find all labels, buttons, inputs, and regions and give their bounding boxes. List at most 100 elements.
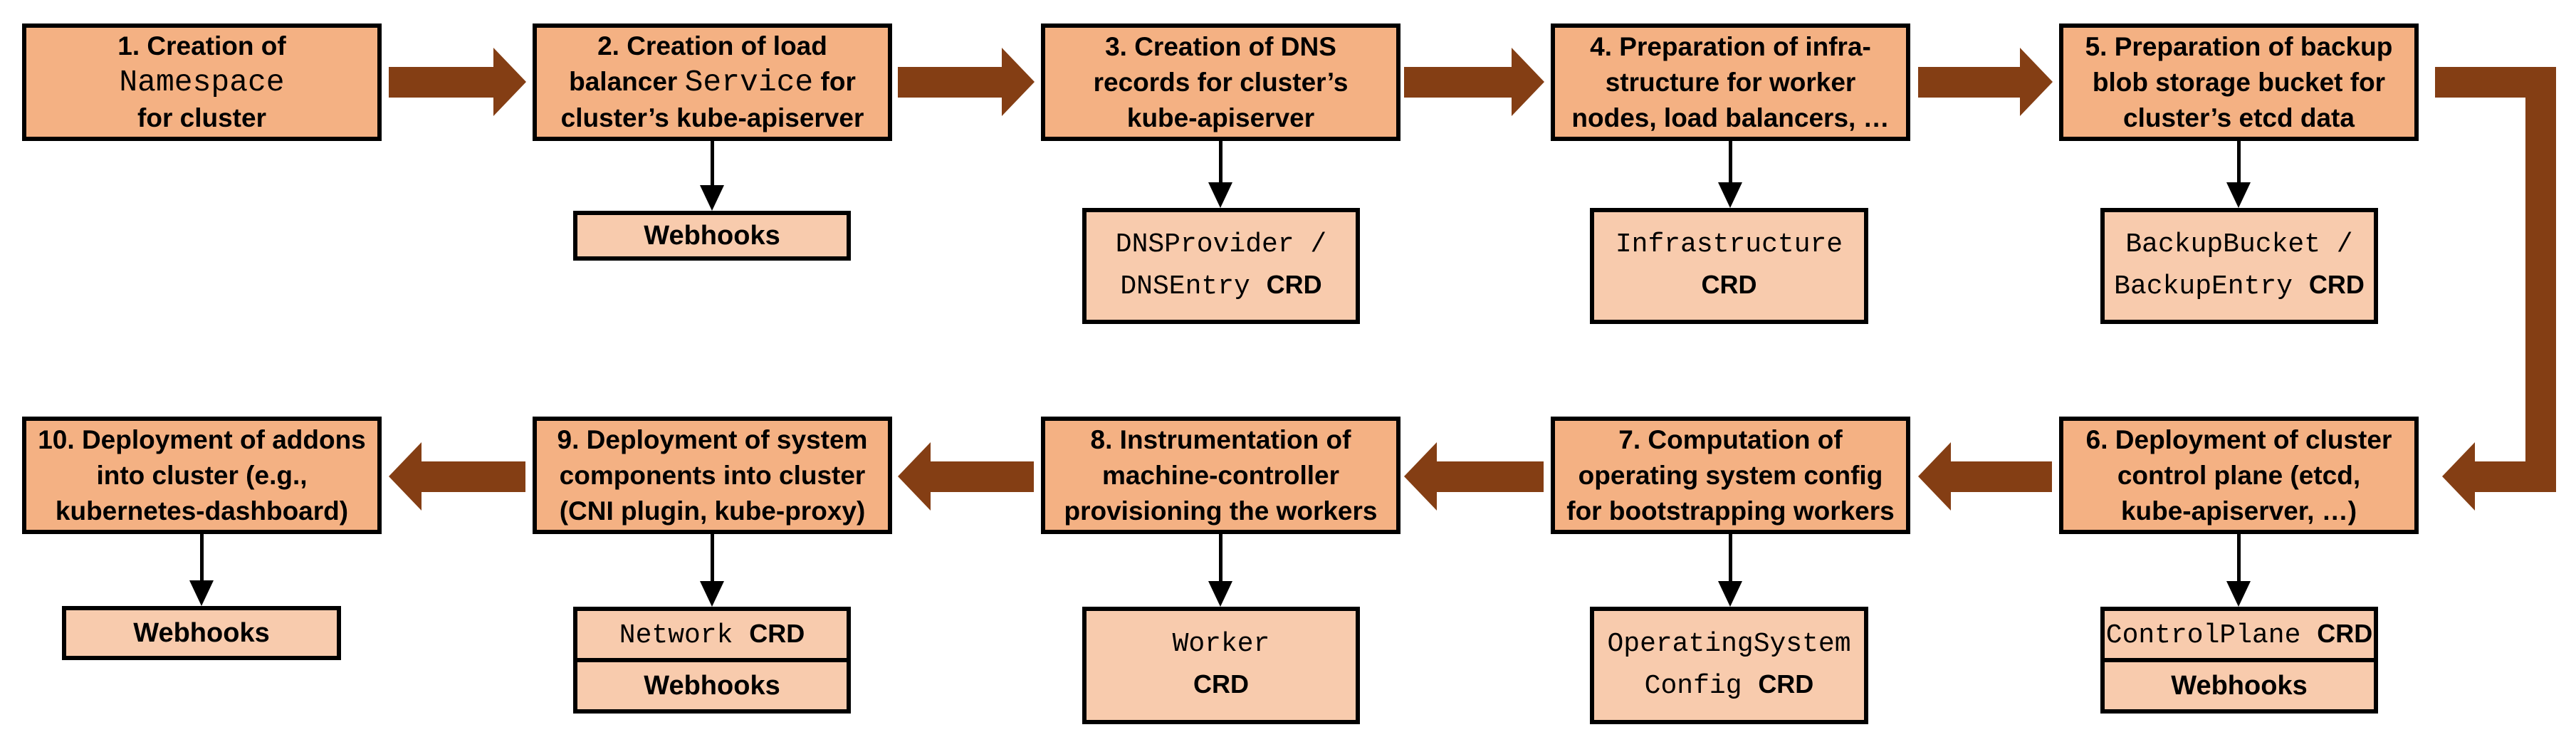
flow-arrow-9-10-head (389, 442, 422, 511)
step-9-text: 9. Deployment of system (557, 424, 868, 454)
step-10-text: kubernetes-dashboard) (55, 496, 349, 526)
step-8-text: provisioning the workers (1064, 496, 1378, 526)
artifact-arrow-8-head (1208, 581, 1232, 607)
step-2-text: for (813, 67, 856, 96)
artifact-arrow-9-head (700, 581, 724, 607)
step-5-line-1: 5. Preparation of backup (2085, 29, 2393, 65)
infrastructure-crd-line-1: Infrastructure (1616, 225, 1843, 265)
artifact-box-backup-crd: BackupBucket / BackupEntry CRD (2100, 208, 2378, 324)
crd-label: CRD (2308, 270, 2365, 299)
flow-arrow-6-7-bar (1951, 461, 2052, 492)
step-6-text: 6. Deployment of cluster (2085, 424, 2392, 454)
step-4-line-3: nodes, load balancers, … (1571, 100, 1889, 136)
step-8-text: machine-controller (1101, 460, 1340, 490)
artifact-arrow-9-line (711, 534, 714, 581)
flow-arrow-2-3-bar (898, 67, 1002, 98)
step-8-line-1: 8. Instrumentation of (1091, 422, 1351, 458)
step-3-line-2: records for cluster’s (1094, 65, 1349, 100)
webhooks-label: Webhooks (2171, 670, 2308, 701)
step-3-text: records for cluster’s (1093, 67, 1349, 97)
step-box-9-system-components: 9. Deployment of system components into … (533, 417, 892, 534)
artifact-box-network-crd: Network CRD (573, 607, 851, 662)
artifact-arrow-10-head (189, 580, 214, 606)
artifact-arrow-10-line (200, 534, 204, 580)
step-6-line-2: control plane (etcd, (2117, 458, 2360, 493)
step-7-line-3: for bootstrapping workers (1566, 493, 1894, 529)
step-box-4-infrastructure-preparation: 4. Preparation of infra- structure for w… (1551, 23, 1910, 141)
worker-crd-line-2: CRD (1193, 664, 1249, 706)
artifact-box-webhooks-step2: Webhooks (573, 211, 851, 261)
artifact-arrow-4-line (1729, 141, 1732, 182)
step-4-text: nodes, load balancers, … (1571, 103, 1890, 132)
step-1-line-3: for cluster (137, 100, 266, 136)
step-2-line-3: cluster’s kube-apiserver (561, 100, 864, 136)
step-1-text: for cluster (137, 103, 266, 132)
worker-code-text: Worker (1172, 629, 1270, 659)
artifact-box-controlplane-crd: ControlPlane CRD (2100, 607, 2378, 662)
step-9-line-2: components into cluster (560, 458, 866, 493)
flow-arrow-4-5-head (2020, 48, 2053, 116)
dnsentry-code-text: DNSEntry (1120, 271, 1267, 302)
step-6-line-3: kube-apiserver, …) (2121, 493, 2357, 529)
step-7-text: 7. Computation of (1618, 424, 1843, 454)
step-6-text: kube-apiserver, …) (2120, 496, 2357, 526)
step-7-text: for bootstrapping workers (1566, 496, 1895, 526)
artifact-arrow-3-head (1208, 182, 1232, 208)
namespace-code-text: Namespace (119, 65, 285, 100)
controlplane-code-text: ControlPlane (2105, 620, 2318, 651)
step-7-line-1: 7. Computation of (1618, 422, 1842, 458)
osc-crd-line-2: Config CRD (1645, 664, 1814, 706)
step-1-line-2: Namespace (119, 64, 284, 100)
step-6-line-1: 6. Deployment of cluster (2086, 422, 2392, 458)
artifact-box-infrastructure-crd: Infrastructure CRD (1590, 208, 1868, 324)
step-10-text: 10. Deployment of addons (38, 424, 366, 454)
step-10-line-1: 10. Deployment of addons (38, 422, 366, 458)
operatingsystem-code-text: OperatingSystem (1607, 629, 1851, 659)
step-box-3-dns-records: 3. Creation of DNS records for cluster’s… (1041, 23, 1400, 141)
crd-label: CRD (749, 618, 805, 648)
step-box-1-namespace: 1. Creation of Namespace for cluster (22, 23, 382, 141)
elbow-connector-5-6-head (2442, 442, 2475, 511)
crd-label: CRD (1193, 669, 1249, 699)
flow-arrow-3-4-head (1512, 48, 1544, 116)
step-5-text: 5. Preparation of backup (2085, 31, 2393, 61)
config-code-text: Config (1644, 671, 1759, 701)
step-2-line-1: 2. Creation of load (597, 28, 827, 64)
artifact-arrow-6-head (2226, 581, 2251, 607)
artifact-box-webhooks-step6: Webhooks (2100, 658, 2378, 714)
step-5-text: blob storage bucket for (2092, 67, 2386, 97)
webhooks-label: Webhooks (644, 670, 780, 701)
step-box-8-machine-controller: 8. Instrumentation of machine-controller… (1041, 417, 1400, 534)
controlplane-crd-line: ControlPlane CRD (2106, 614, 2372, 656)
step-3-line-3: kube-apiserver (1127, 100, 1314, 136)
crd-label: CRD (1701, 270, 1757, 299)
network-crd-line: Network CRD (619, 614, 805, 656)
flow-arrow-3-4-bar (1404, 67, 1512, 98)
step-box-10-addons-deployment: 10. Deployment of addons into cluster (e… (22, 417, 382, 534)
step-2-text: balancer (569, 67, 685, 96)
crd-label: CRD (1266, 270, 1322, 299)
artifact-arrow-2-head (700, 185, 724, 211)
step-box-7-os-config-computation: 7. Computation of operating system confi… (1551, 417, 1910, 534)
network-code-text: Network (619, 620, 750, 651)
step-9-line-3: (CNI plugin, kube-proxy) (560, 493, 866, 529)
step-2-text: 2. Creation of load (597, 31, 827, 61)
flow-arrow-7-8-head (1404, 442, 1437, 511)
elbow-connector-5-6-bottom (2475, 461, 2556, 492)
crd-label: CRD (1758, 669, 1814, 699)
step-2-text: cluster’s kube-apiserver (560, 103, 864, 132)
artifact-arrow-7-head (1718, 581, 1742, 607)
step-1-text: 1. Creation of (117, 31, 286, 61)
artifact-arrow-4-head (1718, 182, 1742, 208)
artifact-box-dns-crd: DNSProvider / DNSEntry CRD (1082, 208, 1360, 324)
step-10-line-3: kubernetes-dashboard) (56, 493, 348, 529)
step-10-line-2: into cluster (e.g., (96, 458, 307, 493)
elbow-connector-5-6-side (2525, 67, 2556, 491)
dnsprovider-code-text: DNSProvider / (1115, 229, 1327, 260)
step-7-line-2: operating system config (1578, 458, 1883, 493)
artifact-arrow-5-head (2226, 182, 2251, 208)
step-5-line-3: cluster’s etcd data (2123, 100, 2355, 136)
artifact-arrow-5-line (2237, 141, 2241, 182)
step-8-text: 8. Instrumentation of (1090, 424, 1351, 454)
